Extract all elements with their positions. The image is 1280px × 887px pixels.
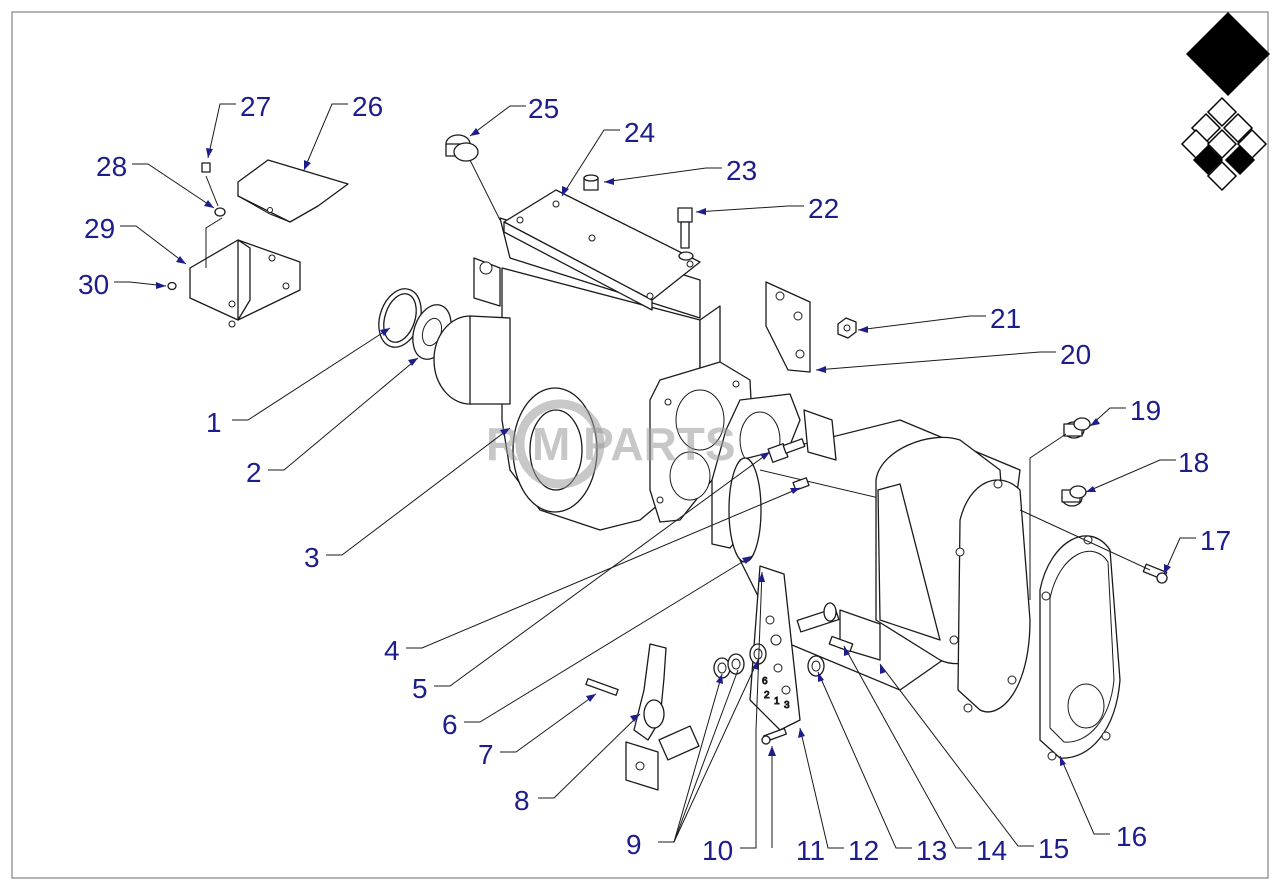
callout-1: 1 (206, 407, 222, 438)
breather-part-23 (583, 174, 599, 191)
callout-13: 13 (916, 835, 947, 866)
plate-marking-6: 6 (762, 676, 768, 687)
callout-27: 27 (240, 91, 271, 122)
callout-26: 26 (352, 91, 383, 122)
screw-part-27 (201, 162, 211, 173)
bolt-part-4-fastener (767, 438, 810, 491)
callout-4: 4 (384, 635, 400, 666)
plug-part-18 (1061, 485, 1087, 507)
callout-10: 10 (702, 835, 733, 866)
bracket-part-29 (189, 239, 301, 328)
callout-19: 19 (1130, 395, 1161, 426)
callout-11: 11 (796, 835, 825, 866)
callout-5: 5 (412, 673, 428, 704)
top-plate-part-24 (503, 189, 701, 311)
cover-part-16 (1039, 535, 1121, 761)
bolt-part-22 (677, 207, 694, 261)
callout-2: 2 (246, 457, 262, 488)
pin-part-7 (585, 678, 619, 696)
plug-part-25 (445, 134, 479, 162)
plate-marking-1: 1 (774, 696, 780, 707)
callout-17: 17 (1200, 525, 1231, 556)
screw-part-30 (167, 281, 177, 291)
callout-3: 3 (304, 542, 320, 573)
callout-15: 15 (1038, 833, 1069, 864)
shaft-part-14 (796, 602, 854, 653)
callout-25: 25 (528, 93, 559, 124)
link-plate-part-12 (749, 565, 801, 731)
callout-18: 18 (1178, 447, 1209, 478)
plate-marking-2: 2 (764, 690, 770, 701)
callout-14: 14 (976, 835, 1007, 866)
callout-30: 30 (78, 269, 109, 300)
cover-gasket-part-16a (949, 479, 1031, 713)
callout-16: 16 (1116, 821, 1147, 852)
washers-part-9 (713, 643, 767, 679)
bracket-plate-part-20 (765, 281, 837, 461)
callout-12: 12 (848, 835, 879, 866)
washer-part-28 (214, 207, 226, 217)
rdm-parts-watermark: R M PARTS (486, 399, 736, 489)
svg-text:R M PARTS: R M PARTS (486, 418, 736, 470)
callout-6: 6 (442, 709, 458, 740)
screw-part-11 (761, 727, 788, 745)
flange-gasket-part-4 (649, 361, 753, 523)
cover-plate-part-26 (237, 159, 349, 223)
callout-21: 21 (990, 303, 1021, 334)
nut-part-21 (837, 317, 857, 339)
lever-part-8 (625, 643, 700, 791)
callout-28: 28 (96, 151, 127, 182)
plate-markings: 6 2 1 3 (762, 676, 791, 712)
plate-marking-3: 3 (784, 700, 790, 711)
bolt-part-17 (1142, 563, 1168, 584)
callout-9: 9 (626, 829, 642, 860)
callout-23: 23 (726, 155, 757, 186)
callout-7: 7 (478, 739, 494, 770)
callout-layer: 1 2 3 4 5 6 7 8 9 (78, 91, 1231, 866)
brand-logo-icon (1180, 12, 1270, 192)
washer-part-13 (807, 655, 825, 677)
callout-29: 29 (84, 213, 115, 244)
callout-8: 8 (514, 785, 530, 816)
callout-22: 22 (808, 193, 839, 224)
callout-24: 24 (624, 117, 655, 148)
callout-20: 20 (1060, 339, 1091, 370)
plug-part-19 (1063, 417, 1091, 439)
drawing-frame (11, 11, 1269, 879)
